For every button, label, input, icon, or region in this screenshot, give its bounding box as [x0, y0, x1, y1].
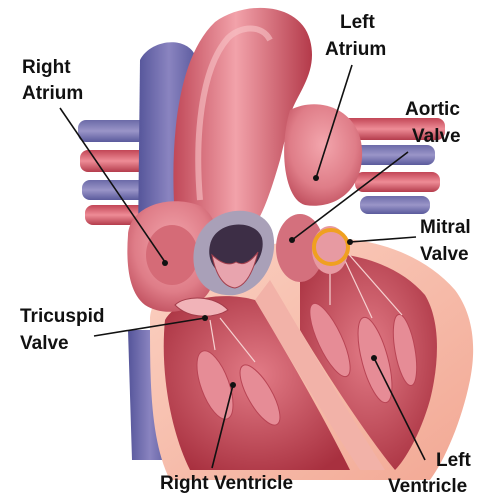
right-pulmonary-vein-lower: [360, 196, 430, 214]
label-right-atrium-line1: Right: [22, 57, 71, 78]
label-mitral-valve-line1: Mitral: [420, 217, 471, 238]
label-aortic-valve-line1: Aortic: [405, 99, 460, 120]
label-tricuspid-valve-line2: Valve: [20, 333, 69, 354]
label-left-atrium: Left Atrium: [325, 12, 386, 60]
label-aortic-valve-line2: Valve: [412, 126, 461, 147]
label-right-atrium: Right Atrium: [22, 57, 83, 104]
label-left-ventricle-line2: Ventricle: [388, 476, 467, 497]
label-tricuspid-valve: Tricuspid Valve: [20, 306, 104, 354]
label-tricuspid-valve-line1: Tricuspid: [20, 306, 104, 327]
right-atrium-opening: [146, 225, 198, 285]
label-left-atrium-line2: Atrium: [325, 39, 386, 60]
label-mitral-valve: Mitral Valve: [420, 217, 471, 265]
label-right-atrium-line2: Atrium: [22, 83, 83, 104]
label-right-ventricle: Right Ventricle: [160, 473, 293, 494]
label-mitral-valve-line2: Valve: [420, 244, 469, 265]
label-left-atrium-line1: Left: [340, 12, 376, 33]
label-left-ventricle-line1: Left: [436, 450, 472, 471]
